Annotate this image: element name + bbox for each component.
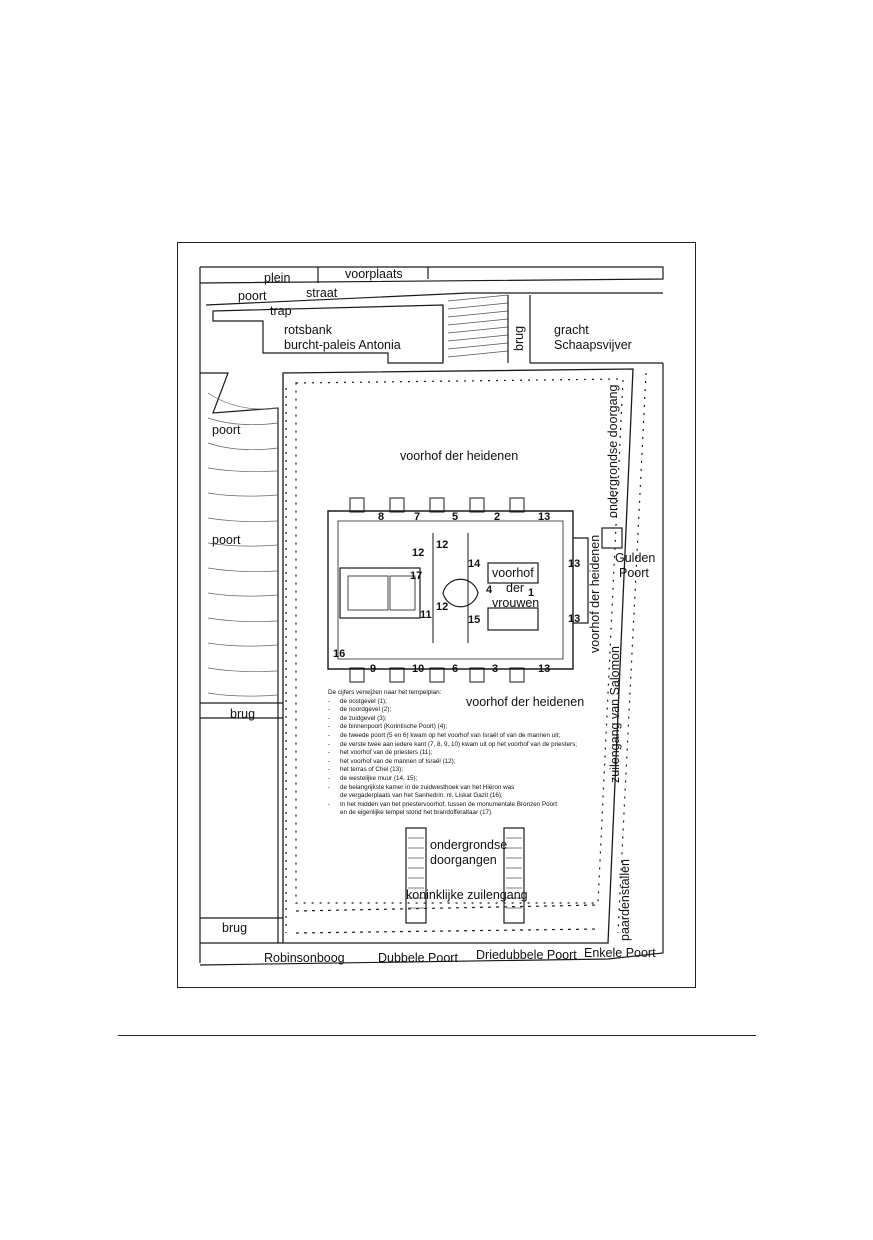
plan-number: 7 — [414, 511, 421, 523]
legend-item: de verste twee aan iedere kant (7, 8, 9,… — [328, 741, 628, 750]
plan-number: 2 — [494, 511, 501, 523]
plan-number: 15 — [468, 614, 481, 626]
legend-item: de noordgevel (2); — [328, 706, 628, 715]
south-east-edge — [199, 363, 664, 966]
label-dubbele-poort: Dubbele Poort — [378, 951, 458, 965]
legend-item: en de eigenlijke tempel stond het brando… — [340, 809, 493, 817]
legend-item: het terras of Chel (13); — [328, 766, 628, 775]
label-koninklijke-zuilengang: koninklijke zuilengang — [406, 888, 528, 902]
label-gulden: Gulden — [615, 551, 656, 565]
legend-item: de tweede poort (5 en 6) kwam op het voo… — [328, 732, 628, 741]
plan-number: 1 — [528, 587, 535, 599]
sanctuary — [339, 567, 421, 619]
plan-number: 5 — [452, 511, 459, 523]
temple-plan-drawing — [199, 266, 664, 966]
label-schaapsvijver: Schaapsvijver — [554, 338, 632, 352]
label-gulden-poort: Poort — [619, 566, 649, 580]
plan-number: 6 — [452, 663, 459, 675]
plan-number: 3 — [492, 663, 499, 675]
label-paardenstallen: paardenstallen — [618, 858, 632, 941]
label-ondergrondse-doorgang: ondergrondse doorgang — [606, 384, 620, 518]
label-ondergrondse: ondergrondse — [430, 838, 508, 852]
underground-passage-left — [405, 827, 427, 924]
west-edge — [199, 267, 279, 943]
corinthian-gate-arc — [442, 578, 479, 608]
label-gracht: gracht — [554, 323, 589, 337]
temple-mount-enclosure — [282, 368, 634, 944]
legend-item: het voorhof van de priesters (11); — [328, 749, 628, 758]
label-poort-west-2: poort — [212, 533, 241, 547]
bridge-south — [200, 917, 283, 944]
plan-number: 12 — [436, 539, 449, 551]
label-brug-mid: brug — [230, 707, 256, 721]
legend-item: In het midden van het priestervoorhof, t… — [328, 801, 628, 810]
plan-number: 16 — [333, 648, 346, 660]
footer-divider — [118, 1035, 756, 1036]
plan-number: 17 — [410, 570, 423, 582]
plan-number: 4 — [486, 584, 493, 596]
label-trap: trap — [270, 304, 292, 318]
label-brug-bottom: brug — [222, 921, 248, 935]
plan-legend: De cijfers verwijzen naar het tempelplan… — [328, 689, 628, 818]
label-vrouwen: vrouwen — [492, 596, 540, 610]
label-voorhof: voorhof — [492, 566, 534, 580]
label-doorgangen: doorgangen — [430, 853, 497, 867]
south-gate-towers — [349, 667, 525, 683]
court-of-women-north — [487, 562, 539, 584]
plan-number: 13 — [568, 558, 581, 570]
plan-number: 11 — [420, 609, 432, 621]
legend-item: de belangrijkste kamer in de zuidwesthoe… — [328, 784, 628, 793]
temple-plan-map: plein voorplaats poort straat trap rotsb… — [177, 242, 696, 988]
legend-item: de vergaderplaats van het Sanhedrin: nl.… — [340, 792, 503, 800]
underground-passage-right — [503, 827, 525, 924]
legend-item: de westelijke muur (14, 15); — [328, 775, 628, 784]
legend-item: de oostgevel (1); — [328, 698, 628, 707]
label-straat: straat — [306, 286, 338, 300]
street-line — [205, 292, 663, 306]
plan-number: 13 — [538, 511, 551, 523]
label-burcht-paleis: burcht-paleis Antonia — [284, 338, 401, 352]
plan-number: 10 — [412, 663, 425, 675]
legend-intro: De cijfers verwijzen naar het tempelplan… — [328, 689, 442, 696]
moat-hatching — [447, 294, 509, 358]
label-enkele-poort: Enkele Poort — [584, 946, 656, 960]
label-robinsonboog: Robinsonboog — [264, 951, 345, 965]
legend-item: de binnenpoort (Korintische Poort) (4); — [328, 723, 628, 732]
label-voorhof-heidenen-top: voorhof der heidenen — [400, 449, 519, 463]
bridge-middle — [200, 702, 283, 719]
plan-number: 13 — [538, 663, 551, 675]
legend-item: het voorhof van de mannen of Israël (12)… — [328, 758, 628, 767]
east-terrace — [573, 537, 589, 624]
label-poort-west-1: poort — [212, 423, 241, 437]
north-gate-towers — [349, 497, 525, 513]
label-voorplaats: voorplaats — [345, 267, 403, 281]
label-voorhof-heidenen-east: voorhof der heidenen — [588, 534, 602, 653]
plan-number: 12 — [412, 547, 425, 559]
plan-number: 9 — [370, 663, 377, 675]
label-rotsbank: rotsbank — [284, 323, 332, 337]
golden-gate — [601, 527, 623, 549]
plan-number: 12 — [436, 601, 449, 613]
north-outer-wall — [199, 266, 664, 284]
label-poort-top: poort — [238, 289, 267, 303]
legend-item: de zuidgevel (3); — [328, 715, 628, 724]
plan-number: 13 — [568, 613, 581, 625]
label-der: der — [506, 581, 525, 595]
court-of-women-south — [487, 607, 539, 631]
label-driedubbele-poort: Driedubbele Poort — [476, 948, 577, 962]
plan-number: 14 — [468, 558, 481, 570]
west-stair-hatching — [207, 392, 279, 697]
label-plein: plein — [264, 271, 291, 285]
inner-temple-complex — [327, 510, 574, 670]
label-brug-top: brug — [512, 325, 526, 351]
plan-number: 8 — [378, 511, 385, 523]
